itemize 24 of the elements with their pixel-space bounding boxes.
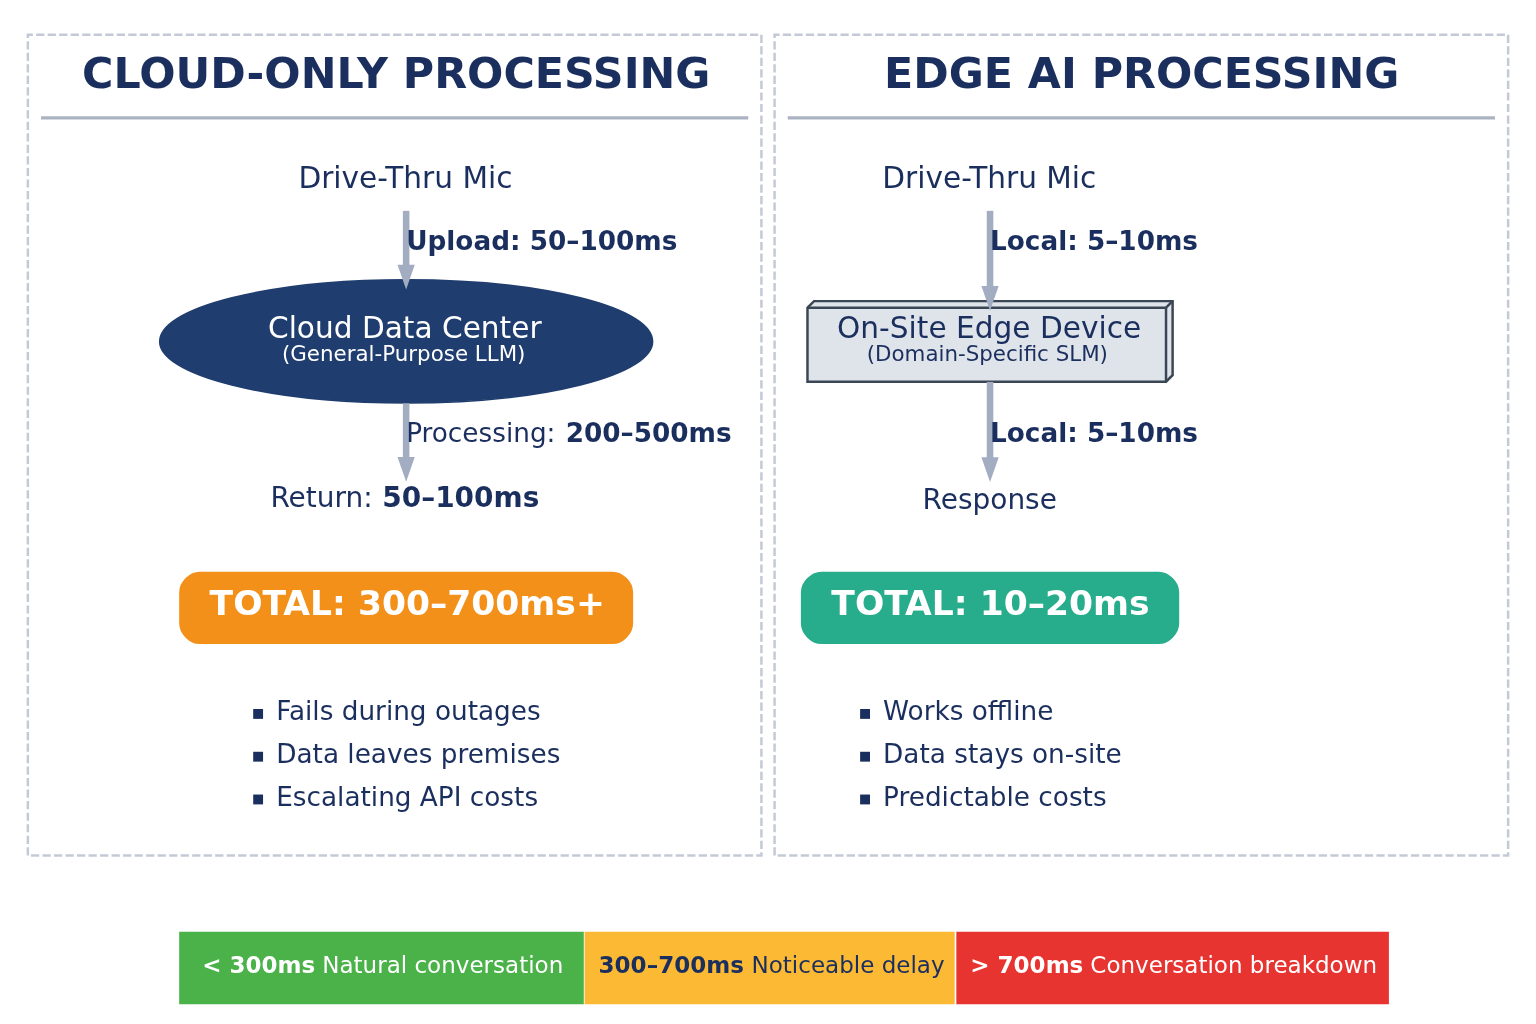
edge-label: Upload: 50–100ms	[406, 225, 678, 256]
arrow	[981, 381, 999, 482]
node-box: > 700ms Conversation breakdown	[956, 931, 1389, 1004]
label: Fails during outages	[276, 695, 541, 726]
label: Data leaves premises	[276, 738, 561, 769]
label: Works offline	[883, 695, 1054, 726]
arrow	[981, 210, 999, 311]
node-ellipse: Cloud Data Center (General-Purpose LLM)	[158, 278, 654, 404]
arrow	[397, 210, 415, 289]
node-text: Drive-Thru Mic	[298, 160, 513, 195]
node-text: Return: 50–100ms	[270, 480, 540, 514]
edge-label: Local: 5–10ms	[990, 225, 1198, 256]
label: Escalating API costs	[276, 781, 539, 812]
node-text: Drive-Thru Mic	[882, 160, 1097, 195]
node-text: Response	[922, 482, 1057, 516]
node-box: < 300ms Natural conversation	[179, 931, 584, 1004]
node-box: 300–700ms Noticeable delay	[584, 931, 955, 1004]
arrow	[397, 402, 415, 482]
label: Data stays on-site	[883, 738, 1122, 769]
edge-label: Processing: 200–500ms	[406, 417, 732, 448]
edge-label: Local: 5–10ms	[990, 417, 1198, 448]
node-box: TOTAL: 10–20ms	[800, 571, 1180, 644]
label: Predictable costs	[883, 781, 1107, 812]
node-box: TOTAL: 300–700ms+	[179, 571, 634, 644]
